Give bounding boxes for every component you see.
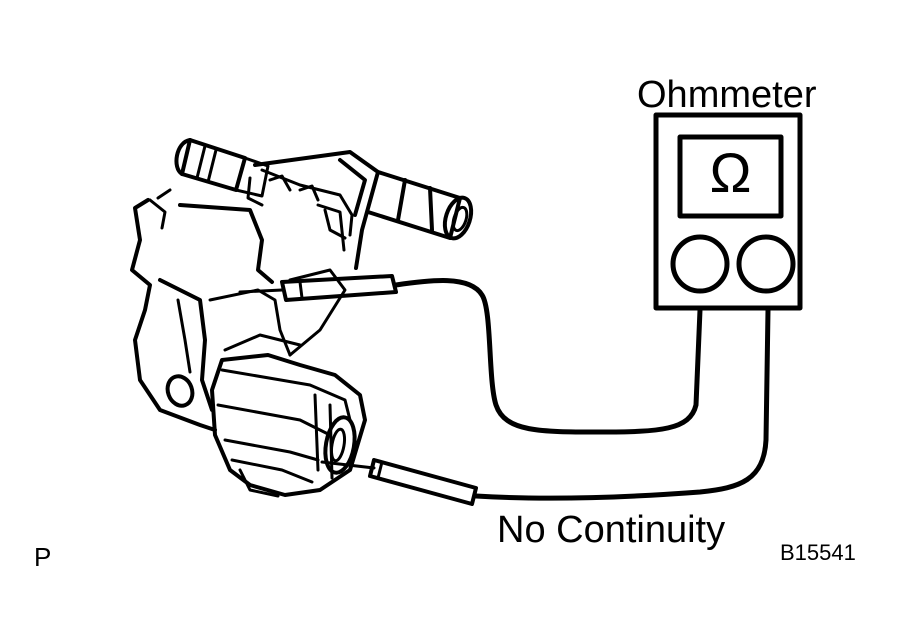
lower-probe [320,458,478,506]
housing [130,188,347,432]
ohm-symbol: Ω [710,141,752,204]
wire-connector [210,353,367,498]
top-bracket [246,150,380,270]
valve-assembly [130,138,474,498]
figure-code: B15541 [780,540,856,565]
right-tube [366,170,474,241]
ohmmeter-terminal-right [736,234,796,294]
ohmmeter-body [653,112,803,311]
upper-probe [238,274,398,302]
lower-test-lead [473,307,771,501]
upper-test-lead [393,278,703,435]
left-tube [174,138,270,198]
ohmmeter-label: Ohmmeter [637,74,817,116]
no-continuity-label: No Continuity [497,509,725,551]
ohmmeter: Ω [653,112,803,311]
ohmmeter-terminal-left [670,234,730,294]
corner-mark: P [34,542,51,572]
ohmmeter-display [677,134,784,219]
